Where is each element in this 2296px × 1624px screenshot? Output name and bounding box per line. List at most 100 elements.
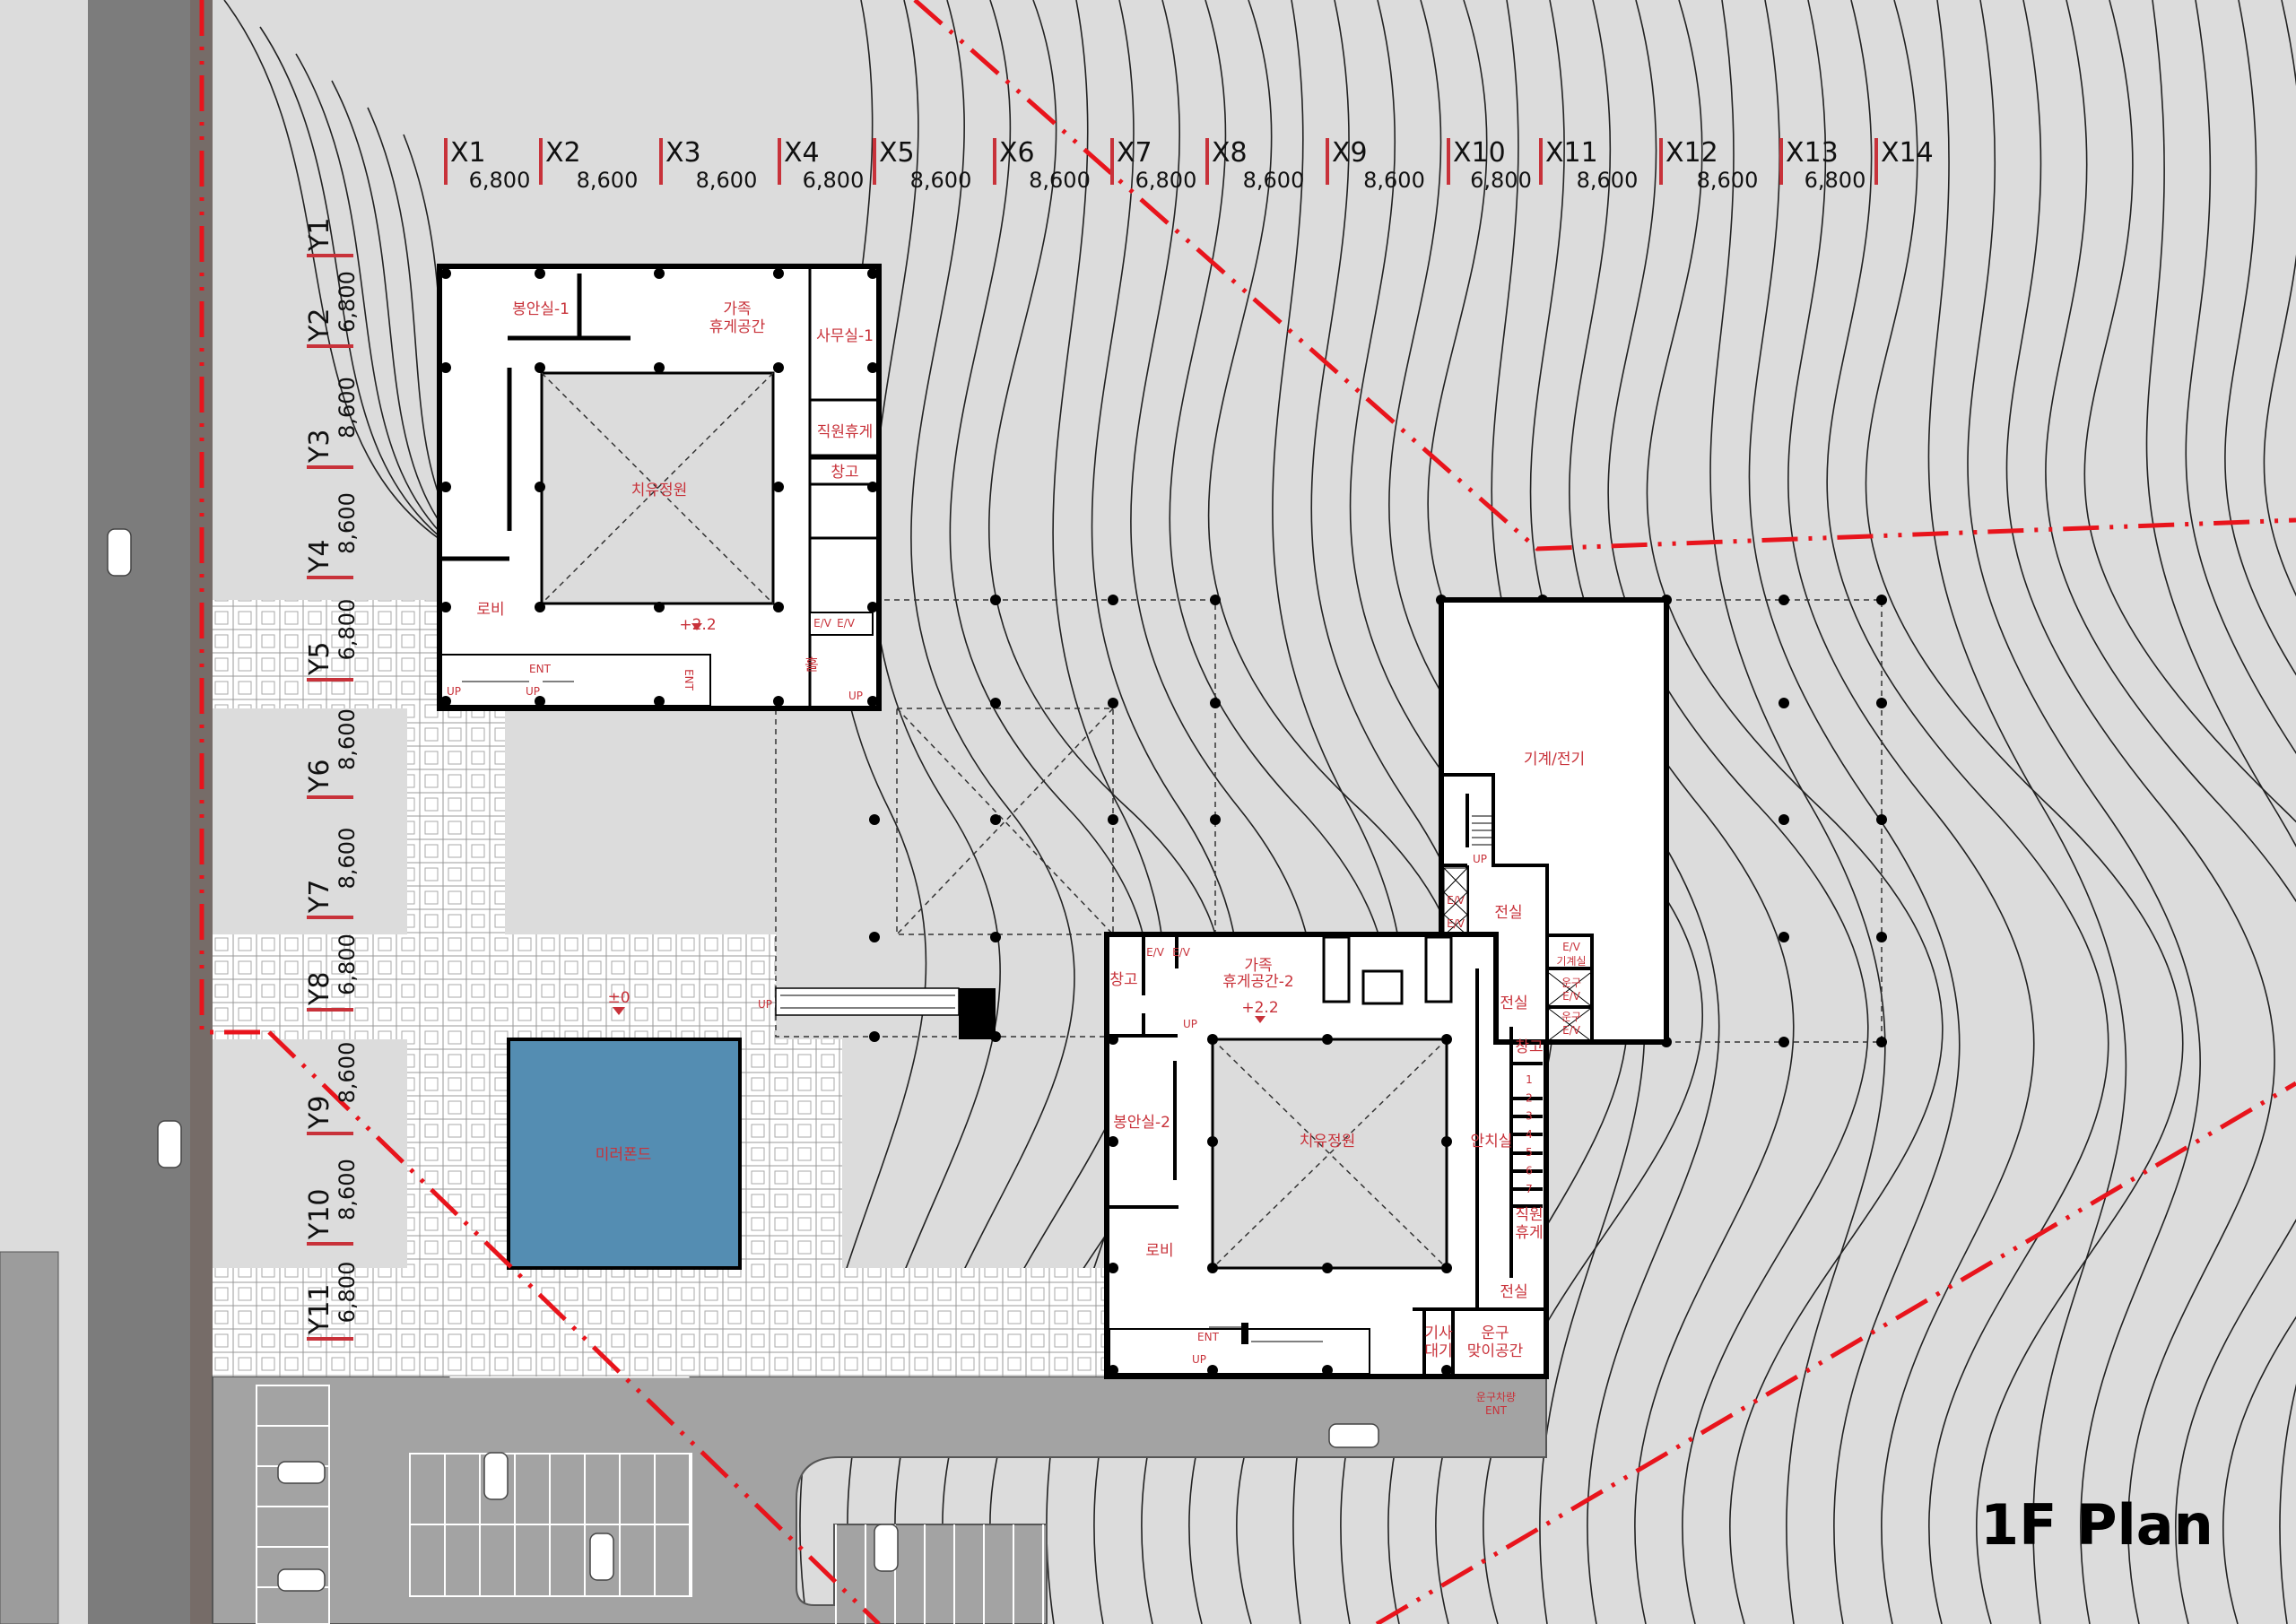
column xyxy=(1210,814,1221,825)
column xyxy=(867,696,878,707)
hearse-elevator-2-line2: E/V xyxy=(1562,1024,1581,1037)
column xyxy=(654,602,665,612)
grid-marker xyxy=(1779,138,1783,185)
contour-line xyxy=(2145,0,2296,1624)
road xyxy=(88,0,192,1624)
contour-line xyxy=(2045,0,2296,1624)
grid-marker xyxy=(1326,138,1329,185)
column xyxy=(535,602,545,612)
column xyxy=(1779,1037,1789,1047)
grid-spacing-x: 6,800 xyxy=(803,168,865,193)
room-family-lounge-2-line2: 휴게공간-2 xyxy=(1222,973,1294,991)
level-marker-3: +2.2 xyxy=(1241,999,1278,1017)
room-staff-rest: 직원휴게 xyxy=(817,423,874,441)
stair-up-label-1b: UP xyxy=(526,685,540,698)
grid-label-y: Y9 xyxy=(304,1096,335,1130)
grid-marker xyxy=(307,1008,353,1012)
grid-marker xyxy=(873,138,876,185)
grid-label-x: X2 xyxy=(545,137,581,169)
hearse-elevator-2-line1: 운구 xyxy=(1561,1011,1581,1023)
room-anteroom-bottom: 전실 xyxy=(1500,1283,1527,1301)
contour-line xyxy=(2185,0,2296,754)
level-marker-1: +2.2 xyxy=(679,616,716,634)
elevator-label-1a: E/V xyxy=(813,617,832,630)
grid-label-x: X5 xyxy=(879,137,915,169)
car xyxy=(589,1533,614,1581)
column xyxy=(867,268,878,279)
grid-marker xyxy=(1205,138,1209,185)
grid-label-x: X13 xyxy=(1786,137,1839,169)
grid-spacing-y: 6,800 xyxy=(335,271,360,333)
hearse-elevator-1-line1: 운구 xyxy=(1561,977,1581,989)
parking-area xyxy=(212,1376,1547,1624)
column xyxy=(773,602,784,612)
column xyxy=(990,698,1001,708)
column xyxy=(1108,1136,1118,1147)
parking-stalls xyxy=(256,1385,1044,1624)
grid-spacing-y: 8,600 xyxy=(335,708,360,770)
grid-label-y: Y4 xyxy=(304,540,335,574)
entrance-label-1: ENT xyxy=(529,663,552,675)
column xyxy=(869,1031,880,1042)
grid-marker xyxy=(1659,138,1663,185)
pond-label: 미러폰드 xyxy=(596,1146,652,1164)
mortuary-slot-number: 7 xyxy=(1526,1183,1533,1195)
grid-marker xyxy=(307,795,353,799)
column xyxy=(990,595,1001,605)
column xyxy=(1779,932,1789,942)
grid-label-y: Y2 xyxy=(304,308,335,343)
grid-marker xyxy=(993,138,996,185)
pergola-diagonals xyxy=(896,708,1114,935)
car xyxy=(157,1120,182,1168)
elevator-label-3b: E/V xyxy=(1172,946,1191,959)
contour-line xyxy=(1787,0,2035,1624)
column xyxy=(654,362,665,373)
pond-level-marker: ±0 xyxy=(607,989,630,1007)
grid-marker xyxy=(778,138,781,185)
grid-spacing-y: 8,600 xyxy=(335,1159,360,1220)
mortuary-slot-number: 4 xyxy=(1526,1128,1533,1141)
column xyxy=(1441,1263,1452,1273)
room-storage: 창고 xyxy=(831,464,858,482)
column xyxy=(1207,1365,1218,1376)
grid-spacing-x: 6,800 xyxy=(1805,168,1866,193)
grid-spacing-x: 8,600 xyxy=(696,168,758,193)
cars xyxy=(107,528,1379,1592)
elevator-label-3a: E/V xyxy=(1146,946,1165,959)
column xyxy=(867,482,878,492)
column xyxy=(440,482,451,492)
column xyxy=(1210,698,1221,708)
car xyxy=(1328,1423,1379,1448)
column xyxy=(773,482,784,492)
contour-line xyxy=(1865,0,2184,1624)
building-1 xyxy=(437,264,882,711)
grid-spacing-x: 8,600 xyxy=(1363,168,1425,193)
contour-line xyxy=(1709,0,1886,1624)
adjacent-lot xyxy=(0,1251,59,1624)
contour-line xyxy=(1748,0,1961,1624)
paved-plaza xyxy=(213,600,1107,1376)
column xyxy=(773,696,784,707)
healing-garden-2: 치유정원 xyxy=(1300,1133,1356,1151)
column xyxy=(1441,1365,1452,1376)
column xyxy=(1876,814,1887,825)
column xyxy=(867,362,878,373)
stair-up-label-2: UP xyxy=(1473,853,1487,865)
room-anteroom-tower: 전실 xyxy=(1494,904,1522,922)
grid-marker xyxy=(1110,138,1114,185)
room-staff-rest-3-line2: 휴게 xyxy=(1515,1224,1543,1242)
grid-spacing-x: 8,600 xyxy=(1577,168,1639,193)
grid-marker xyxy=(1447,138,1450,185)
room-driver-wait-line1: 기사 xyxy=(1424,1324,1453,1342)
elevator-machine-room-line2: 기계실 xyxy=(1556,955,1586,968)
room-bongan-1: 봉안실-1 xyxy=(512,300,570,318)
room-hall: 홀 xyxy=(804,656,819,674)
level-triangle xyxy=(613,1007,625,1015)
healing-garden-1: 치유정원 xyxy=(631,482,688,499)
grid-spacing-y: 6,800 xyxy=(335,599,360,661)
contour-line xyxy=(1569,0,1795,1624)
column xyxy=(1108,1034,1118,1045)
room-mechanical-electrical: 기계/전기 xyxy=(1524,751,1585,769)
grid-marker xyxy=(307,1132,353,1135)
